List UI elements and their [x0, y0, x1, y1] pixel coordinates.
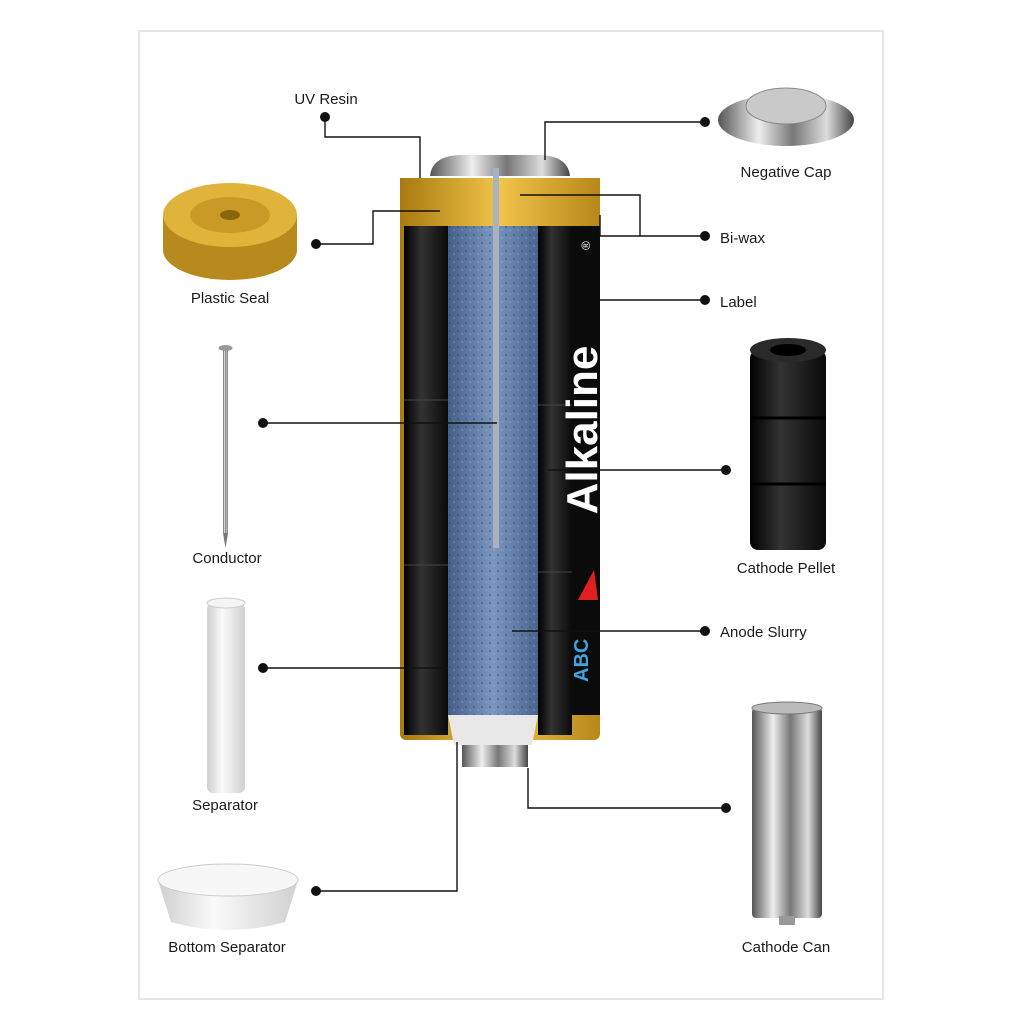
plastic-seal-image	[163, 183, 297, 280]
alkaline-brand-text: Alkaline	[558, 346, 607, 515]
label-anode-slurry: Anode Slurry	[720, 624, 807, 641]
label-conductor: Conductor	[192, 550, 262, 567]
label-bottom-separator: Bottom Separator	[168, 939, 286, 956]
leader-dots	[258, 112, 731, 896]
conductor-image	[218, 345, 233, 548]
abc-logo-text: ABC	[571, 639, 593, 682]
plastic-seal-section	[400, 178, 600, 226]
diagram-frame	[138, 30, 884, 1000]
label-label: Label	[720, 294, 757, 311]
battery-cutaway: Alkaline ® ABC	[400, 155, 607, 767]
cathode-can-image	[751, 701, 823, 925]
separator-image	[206, 597, 246, 793]
label-cathode-can: Cathode Can	[741, 939, 831, 956]
conductor-section	[493, 168, 499, 548]
label-negative-cap: Negative Cap	[740, 164, 832, 181]
cathode-pellet-image	[750, 338, 826, 550]
label-bi-wax: Bi-wax	[720, 230, 766, 247]
negative-cap-section	[430, 155, 570, 176]
label-plastic-seal: Plastic Seal	[190, 290, 270, 307]
label-separator: Separator	[192, 797, 258, 814]
bottom-separator-image	[157, 863, 299, 930]
label-uv-resin: UV Resin	[294, 91, 358, 108]
label-cathode-pellet: Cathode Pellet	[736, 560, 836, 577]
registered-mark: ®	[579, 241, 593, 250]
leader-lines	[263, 117, 726, 892]
negative-cap-image	[718, 87, 854, 146]
